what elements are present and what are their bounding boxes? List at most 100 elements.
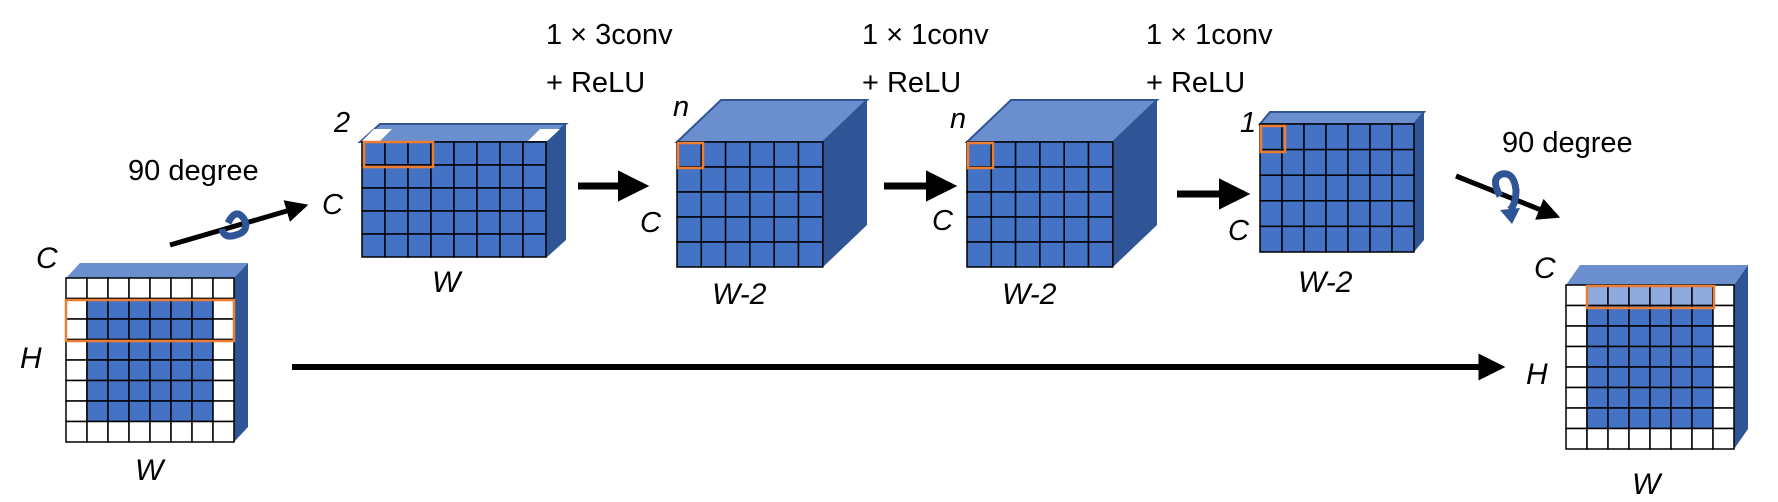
op2-line2: + ReLU bbox=[862, 67, 961, 99]
output-block: C H W bbox=[1526, 252, 1748, 501]
grid-cell bbox=[1087, 191, 1114, 218]
grid-cell bbox=[1712, 304, 1735, 327]
grid-cell bbox=[453, 141, 478, 166]
stage2-label-w: W-2 bbox=[712, 278, 767, 311]
grid-cell bbox=[749, 216, 775, 243]
grid-cell bbox=[453, 210, 478, 235]
stage2-grid bbox=[676, 141, 824, 268]
grid-cell bbox=[1039, 166, 1065, 193]
grid-cell bbox=[1670, 427, 1693, 450]
stage1-block-side bbox=[546, 124, 566, 258]
grid-cell bbox=[1347, 200, 1371, 228]
grid-cell bbox=[1039, 216, 1065, 243]
stage2-highlight bbox=[676, 141, 705, 170]
grid-cell bbox=[990, 216, 1017, 243]
op3-line1: 1 × 1conv bbox=[1146, 19, 1273, 51]
grid-cell bbox=[170, 420, 193, 443]
grid-cell bbox=[1586, 386, 1609, 409]
grid-cell bbox=[1369, 225, 1393, 253]
op2-line1: 1 × 1conv bbox=[862, 19, 989, 51]
grid-cell bbox=[1087, 216, 1114, 243]
grid-cell bbox=[499, 164, 524, 189]
grid-cell bbox=[86, 420, 109, 443]
grid-cell bbox=[1607, 386, 1630, 409]
op3: 1 × 1conv + ReLU bbox=[1146, 19, 1273, 210]
grid-cell bbox=[966, 191, 993, 218]
grid-cell bbox=[86, 297, 109, 320]
grid-cell bbox=[149, 277, 172, 300]
grid-cell bbox=[797, 241, 824, 268]
grid-cell bbox=[149, 400, 172, 423]
grid-cell bbox=[107, 338, 130, 361]
grid-cell bbox=[1565, 386, 1588, 409]
grid-cell bbox=[1063, 141, 1090, 168]
grid-cell bbox=[1347, 225, 1371, 253]
input-highlight-row bbox=[64, 298, 236, 343]
grid-cell bbox=[1712, 386, 1735, 409]
grid-cell bbox=[1281, 200, 1305, 228]
grid-cell bbox=[1628, 284, 1651, 307]
grid-cell bbox=[384, 141, 409, 166]
stage1-grid bbox=[361, 141, 547, 258]
grid-cell bbox=[522, 141, 547, 166]
grid-cell bbox=[1014, 191, 1041, 218]
grid-cell bbox=[128, 420, 151, 443]
stage3-grid bbox=[966, 141, 1114, 268]
grid-cell bbox=[107, 277, 130, 300]
grid-cell bbox=[453, 187, 478, 212]
grid-cell bbox=[430, 187, 455, 212]
grid-cell bbox=[1670, 345, 1693, 368]
stage4-highlight bbox=[1259, 124, 1287, 154]
grid-cell bbox=[476, 141, 501, 166]
grid-cell bbox=[170, 297, 193, 320]
grid-cell bbox=[212, 277, 235, 300]
grid-cell bbox=[1670, 366, 1693, 389]
grid-cell bbox=[170, 400, 193, 423]
stage1-block: 2 C W bbox=[322, 107, 569, 299]
grid-cell bbox=[1325, 148, 1349, 176]
grid-cell bbox=[724, 216, 751, 243]
grid-cell bbox=[724, 191, 751, 218]
grid-cell bbox=[107, 297, 130, 320]
grid-cell bbox=[1039, 191, 1065, 218]
grid-cell bbox=[1063, 216, 1090, 243]
grid-cell bbox=[65, 338, 88, 361]
grid-cell bbox=[1565, 304, 1588, 327]
grid-cell bbox=[170, 338, 193, 361]
grid-cell bbox=[1303, 225, 1327, 253]
grid-cell bbox=[522, 187, 547, 212]
rotate-arrow-icon-out bbox=[1492, 170, 1520, 224]
grid-cell bbox=[724, 241, 751, 268]
grid-cell bbox=[1670, 386, 1693, 409]
grid-cell bbox=[128, 318, 151, 341]
grid-cell bbox=[1325, 200, 1349, 228]
grid-cell bbox=[499, 233, 524, 258]
grid-cell bbox=[773, 241, 800, 268]
output-label-h: H bbox=[1526, 358, 1548, 391]
output-block-top bbox=[1566, 265, 1748, 285]
input-block: C H W bbox=[20, 242, 248, 487]
grid-cell bbox=[749, 166, 775, 193]
grid-cell bbox=[384, 210, 409, 235]
grid-cell bbox=[107, 318, 130, 341]
grid-cell bbox=[1087, 166, 1114, 193]
grid-cell bbox=[1391, 123, 1415, 151]
grid-cell bbox=[700, 216, 727, 243]
grid-cell bbox=[1325, 174, 1349, 202]
grid-cell bbox=[1649, 407, 1672, 430]
grid-cell bbox=[1712, 407, 1735, 430]
grid-cell bbox=[1649, 284, 1672, 307]
grid-cell bbox=[1391, 148, 1415, 176]
grid-cell bbox=[65, 297, 88, 320]
stage3-highlight bbox=[966, 141, 995, 170]
grid-cell bbox=[1325, 225, 1349, 253]
grid-cell bbox=[522, 164, 547, 189]
grid-cell bbox=[1670, 407, 1693, 430]
grid-cell bbox=[700, 141, 727, 168]
grid-cell bbox=[212, 359, 235, 382]
grid-cell bbox=[1303, 174, 1327, 202]
stage4-label-w: W-2 bbox=[1298, 266, 1353, 299]
grid-cell bbox=[107, 400, 130, 423]
grid-cell bbox=[1691, 407, 1714, 430]
